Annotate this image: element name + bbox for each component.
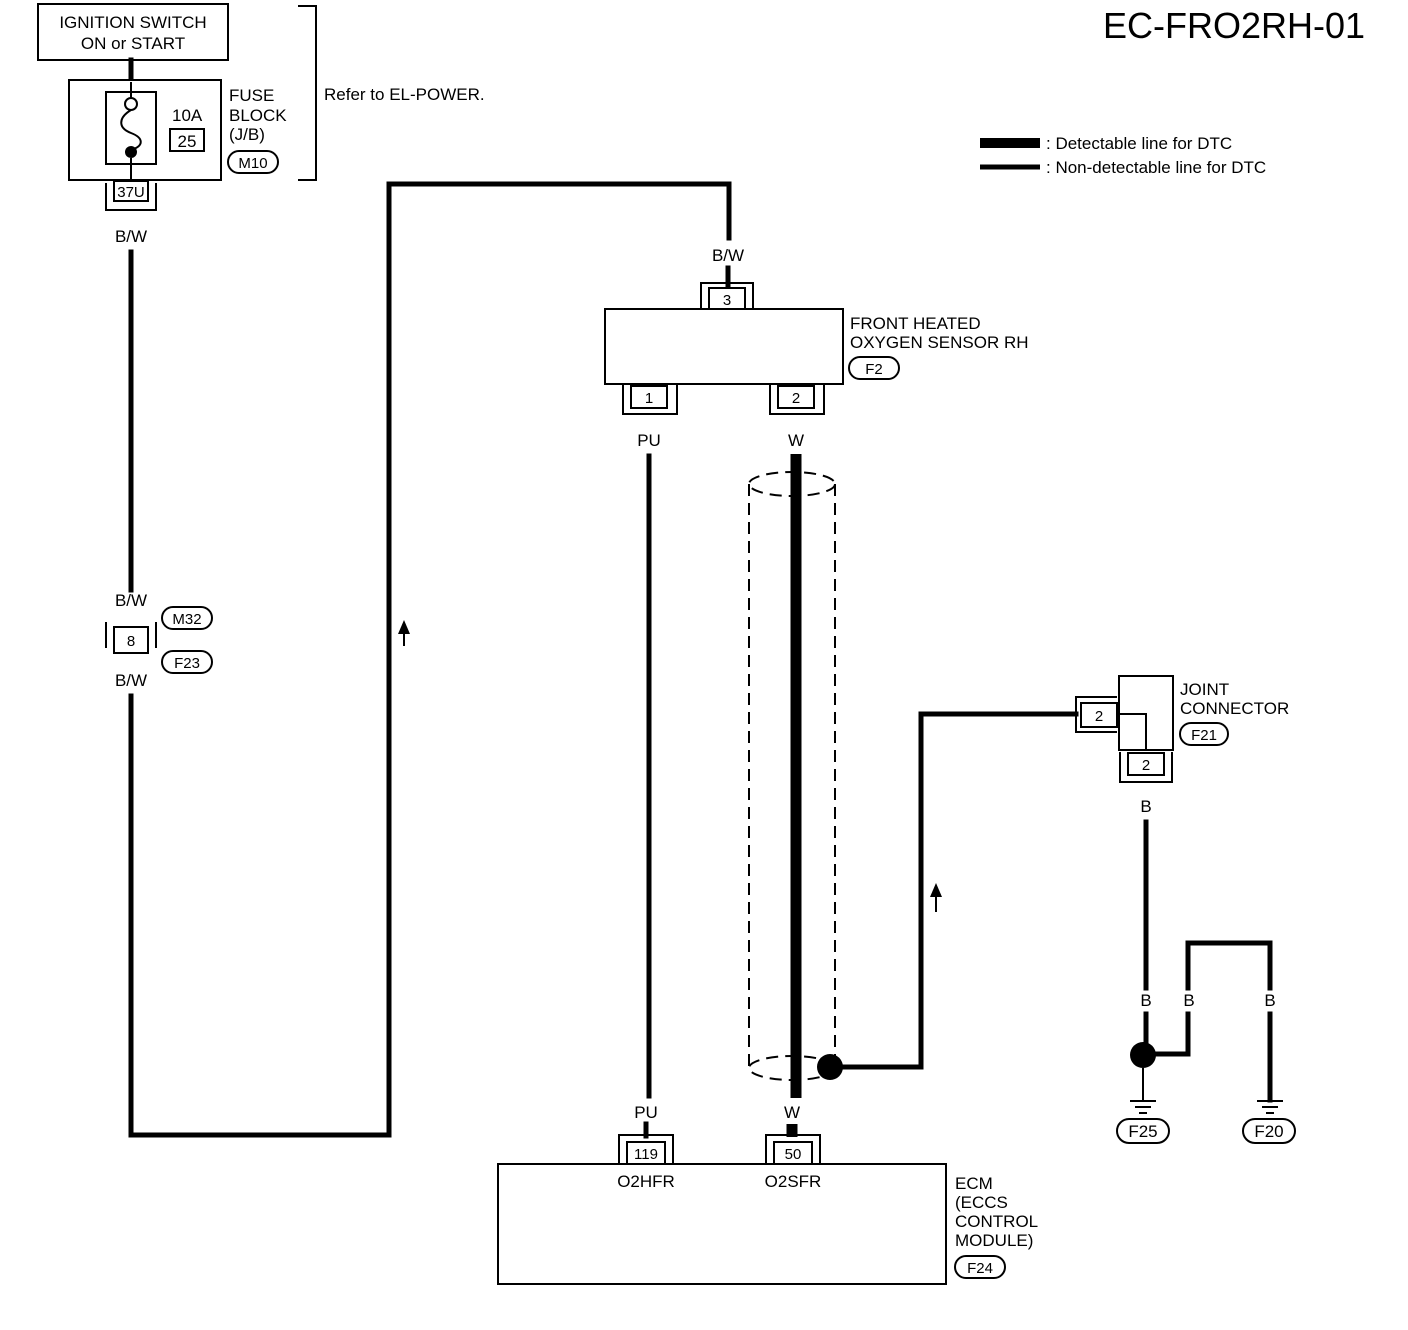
joint-line2: CONNECTOR (1180, 699, 1289, 718)
diagram-title: EC-FRO2RH-01 (1103, 5, 1365, 46)
fuse-block-line2: BLOCK (229, 106, 287, 125)
flow-arrow-icon (398, 620, 410, 634)
wire-color-bw-3: B/W (115, 671, 147, 690)
inline-connector-pin: 8 (127, 633, 135, 650)
ecm-line2: (ECCS (955, 1193, 1008, 1212)
legend: : Detectable line for DTC : Non-detectab… (980, 134, 1266, 177)
wire-color-bw-4: B/W (712, 246, 744, 265)
joint-pin-side: 2 (1095, 708, 1103, 725)
sensor-line1: FRONT HEATED (850, 314, 981, 333)
ecm-term-o2hfr: O2HFR (617, 1172, 675, 1191)
shield-splice (817, 1054, 843, 1080)
ecm: 119 50 O2HFR O2SFR ECM (ECCS CONTROL MOD… (497, 1134, 1038, 1285)
terminal-37u: 37U (105, 180, 157, 211)
fuse-block-line1: FUSE (229, 86, 274, 105)
ground-splice (1130, 1042, 1156, 1068)
sensor-line2: OXYGEN SENSOR RH (850, 333, 1029, 352)
oxygen-sensor: 3 FRONT HEATED OXYGEN SENSOR RH F2 1 2 (604, 282, 1029, 415)
wire-color-b-1: B (1140, 797, 1151, 816)
ecm-line1: ECM (955, 1174, 993, 1193)
ignition-line1: IGNITION SWITCH (59, 13, 206, 32)
wire-color-b-4: B (1264, 991, 1275, 1010)
joint-line1: JOINT (1180, 680, 1229, 699)
wire-color-pu-1: PU (637, 431, 661, 450)
ground-left-label: F25 (1128, 1122, 1157, 1141)
sensor-connector: F2 (865, 361, 883, 378)
fuse-block-line3: (J/B) (229, 125, 265, 144)
wire-color-bw-2: B/W (115, 591, 147, 610)
sensor-pin-3: 3 (723, 292, 731, 309)
ground-f25: F25 (1116, 1068, 1170, 1144)
ecm-term-o2sfr: O2SFR (765, 1172, 822, 1191)
fuse-amp: 10A (172, 106, 203, 125)
inline-connector-lower: F23 (174, 655, 200, 672)
ecm-line4: MODULE) (955, 1231, 1033, 1250)
ignition-line2: ON or START (81, 34, 185, 53)
inline-connector-upper: M32 (172, 611, 201, 628)
refer-note: Refer to EL-POWER. (324, 85, 485, 104)
joint-connector-code: F21 (1191, 727, 1217, 744)
fuse-block: 10A 25 FUSE BLOCK (J/B) M10 (68, 79, 287, 181)
inline-connector-8: 8 M32 F23 (105, 606, 213, 674)
fuse-number: 25 (178, 132, 197, 151)
legend-non-detectable: : Non-detectable line for DTC (1046, 158, 1266, 177)
wire-color-bw-1: B/W (115, 227, 147, 246)
ecm-line3: CONTROL (955, 1212, 1038, 1231)
wire-color-w-2: W (784, 1103, 800, 1122)
fuse-element-icon (120, 109, 142, 151)
wire-color-b-2: B (1140, 991, 1151, 1010)
joint-pin-bottom: 2 (1142, 757, 1150, 774)
terminal-37u-label: 37U (117, 184, 145, 201)
joint-connector: 2 2 JOINT CONNECTOR F21 (1075, 675, 1289, 783)
flow-arrow-icon (930, 883, 942, 897)
ground-right-label: F20 (1254, 1122, 1283, 1141)
ecm-pin-50: 50 (785, 1146, 802, 1163)
ground-f20: F20 (1242, 1100, 1296, 1144)
ignition-switch: IGNITION SWITCH ON or START (37, 3, 229, 61)
ecm-connector: F24 (967, 1260, 993, 1277)
legend-detectable: : Detectable line for DTC (1046, 134, 1232, 153)
sensor-pin-1: 1 (645, 390, 653, 407)
sensor-pin-2: 2 (792, 390, 800, 407)
wire-color-w-1: W (788, 431, 804, 450)
legend-thick-swatch (980, 138, 1040, 148)
wire-color-pu-2: PU (634, 1103, 658, 1122)
ecm-pin-119: 119 (634, 1146, 658, 1163)
wire-color-b-3: B (1183, 991, 1194, 1010)
fuse-block-connector: M10 (238, 155, 267, 172)
